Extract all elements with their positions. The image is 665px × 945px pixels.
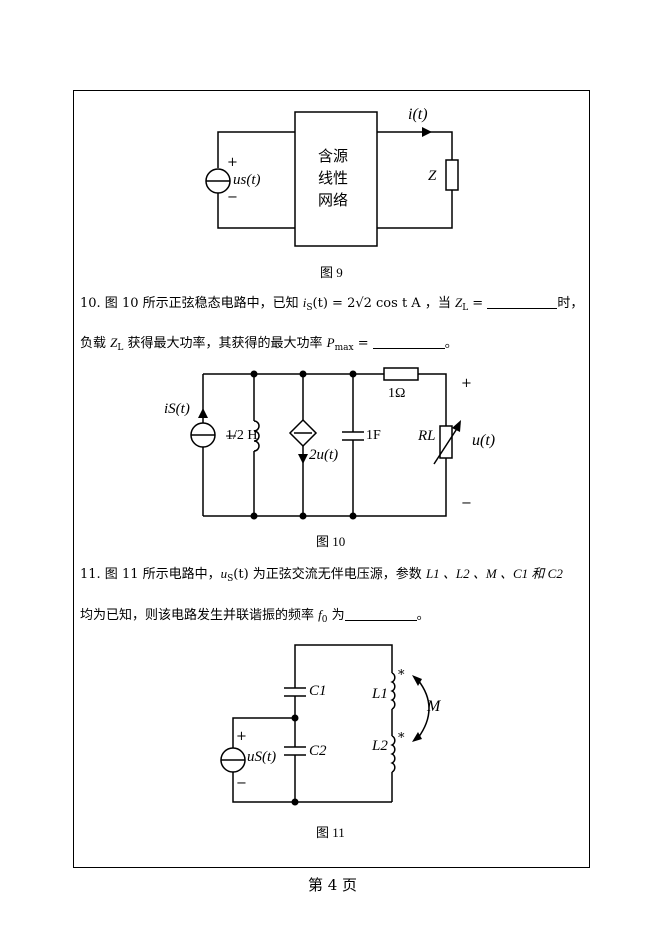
caption-fig9: 图 9 bbox=[320, 265, 343, 280]
question-11-line1: 11. 图 11 所示电路中，uS(t) 为正弦交流无伴电压源，参数 L1 、L… bbox=[80, 563, 563, 584]
answer-blank-zl[interactable] bbox=[487, 296, 558, 309]
l2-label: L2 bbox=[372, 738, 388, 754]
q11-text: 11. 图 11 所示电路中， bbox=[80, 567, 221, 582]
c1-label: C1 bbox=[309, 683, 327, 699]
q10-z-sub: L bbox=[117, 343, 124, 353]
load-resistor-label: RL bbox=[418, 428, 436, 444]
c2-label: C2 bbox=[309, 743, 327, 759]
polarity-dot-l2: * bbox=[398, 731, 405, 746]
q10-text: 负载 bbox=[80, 336, 111, 351]
q10-text: 时， bbox=[557, 296, 584, 311]
is-source-label: iS(t) bbox=[164, 401, 190, 417]
voltage-label: u(t) bbox=[472, 432, 496, 449]
source-label: us(t) bbox=[233, 172, 261, 188]
current-label: i(t) bbox=[408, 106, 428, 123]
q11-f: f bbox=[318, 607, 322, 622]
q11-text: 。 bbox=[416, 608, 430, 623]
q11-f-sub: 0 bbox=[321, 615, 328, 625]
caption-fig11: 图 11 bbox=[316, 825, 345, 840]
plus-sign: + bbox=[227, 155, 238, 170]
q10-p-sub: max bbox=[334, 343, 354, 353]
q10-text: 10. 图 10 所示正弦稳态电路中，已知 bbox=[80, 296, 303, 311]
q10-z: Z bbox=[110, 335, 118, 350]
q10-is-sub: S bbox=[306, 303, 313, 313]
q10-text: (t) = 2√2 cos t A ，当 bbox=[312, 296, 455, 311]
network-box-label: 含源 线性 网络 bbox=[318, 147, 349, 209]
q10-p: P bbox=[326, 335, 335, 350]
q10-is: i bbox=[302, 295, 307, 310]
l1-label: L1 bbox=[372, 686, 388, 702]
q11-us-sub: S bbox=[227, 574, 234, 584]
minus-sign: − bbox=[236, 776, 247, 791]
answer-blank-f0[interactable] bbox=[344, 608, 417, 621]
q11-us: u bbox=[220, 566, 228, 581]
polarity-dot-l1: * bbox=[398, 668, 405, 683]
capacitor-label: 1F bbox=[366, 428, 381, 443]
q10-text: 获得最大功率，其获得的最大功率 bbox=[123, 336, 327, 351]
plus-sign: + bbox=[461, 376, 472, 391]
us-source-label: uS(t) bbox=[247, 749, 277, 765]
q10-text: = bbox=[468, 296, 488, 311]
q10-z-sub: L bbox=[462, 303, 469, 313]
plus-sign: + bbox=[236, 729, 247, 744]
page-frame bbox=[73, 90, 590, 868]
caption-fig10: 图 10 bbox=[316, 534, 346, 549]
q11-text: 为 bbox=[327, 608, 345, 623]
question-10-line1: 10. 图 10 所示正弦稳态电路中，已知 iS(t) = 2√2 cos t … bbox=[80, 292, 583, 313]
resistor-label: 1Ω bbox=[388, 386, 406, 401]
q10-z: Z bbox=[454, 295, 463, 310]
q11-text: 均为已知，则该电路发生并联谐振的频率 bbox=[80, 608, 319, 623]
inductor-label: 1/2 H bbox=[226, 428, 258, 443]
load-label: Z bbox=[428, 168, 437, 184]
q11-text: (t) 为正弦交流无伴电压源，参数 bbox=[233, 567, 426, 582]
page-number: 第 4 页 bbox=[307, 876, 358, 894]
q10-text: = bbox=[353, 336, 373, 351]
answer-blank-pmax[interactable] bbox=[372, 336, 445, 349]
dependent-source-label: 2u(t) bbox=[309, 447, 339, 463]
q10-text: 。 bbox=[444, 336, 458, 351]
minus-sign: − bbox=[227, 190, 238, 205]
question-11-line2: 均为已知，则该电路发生并联谐振的频率 f0 为 。 bbox=[80, 604, 430, 625]
question-10-line2: 负载 ZL 获得最大功率，其获得的最大功率 Pmax = 。 bbox=[80, 332, 458, 353]
minus-sign: − bbox=[461, 496, 472, 511]
q11-params: L1 、L2 、M 、C1 和 C2 bbox=[425, 566, 563, 581]
mutual-inductance-label: M bbox=[427, 698, 441, 715]
